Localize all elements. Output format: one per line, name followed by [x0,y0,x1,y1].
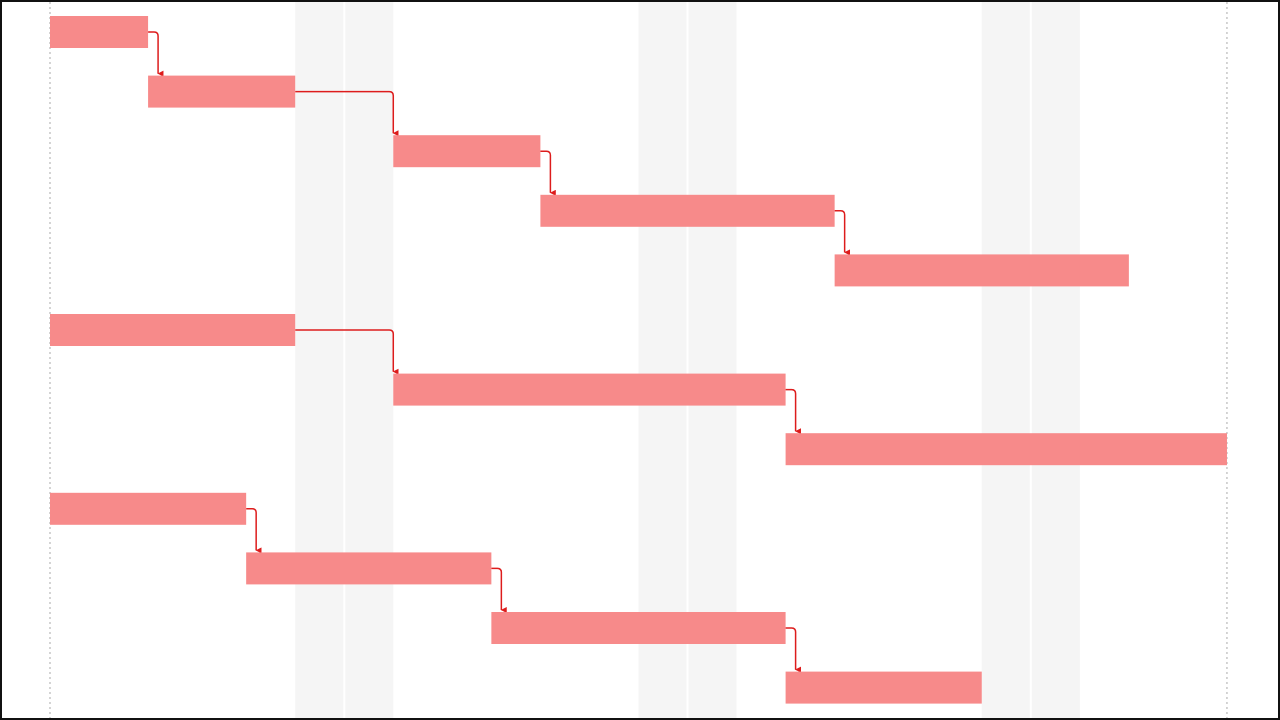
task-bar-8[interactable] [785,433,1227,466]
weekend-column [295,2,345,718]
dependency-arrow-11-12[interactable] [785,627,801,673]
task-bar-1[interactable] [50,16,149,48]
task-bar-9[interactable] [50,492,247,525]
weekend-column [1030,2,1080,718]
dependency-arrow-6-7[interactable] [295,329,399,375]
weekend-column [981,2,1031,718]
dependency-arrow-9-10[interactable] [246,508,262,554]
dependency-arrow-7-8[interactable] [785,388,801,435]
task-bars [50,16,1227,704]
task-bar-10[interactable] [246,552,492,585]
dependency-arrow-3-4[interactable] [540,150,556,196]
weekend-column [687,2,737,718]
dependency-arrow-10-11[interactable] [491,567,507,613]
task-bar-4[interactable] [540,194,835,227]
range-markers [49,2,1228,718]
task-bar-12[interactable] [785,671,982,704]
task-bar-7[interactable] [393,373,786,406]
dependency-arrow-4-5[interactable] [834,210,851,256]
weekend-column [344,2,394,718]
dependency-links [148,31,851,673]
dependency-arrow-2-3[interactable] [295,90,399,137]
task-bar-3[interactable] [393,135,541,168]
dependency-arrow-1-2[interactable] [148,31,164,77]
task-bar-5[interactable] [834,254,1129,287]
weekend-shading [295,2,1080,718]
task-bar-11[interactable] [491,612,786,644]
weekend-column [638,2,688,718]
task-bar-6[interactable] [50,314,296,346]
task-bar-2[interactable] [148,75,296,108]
